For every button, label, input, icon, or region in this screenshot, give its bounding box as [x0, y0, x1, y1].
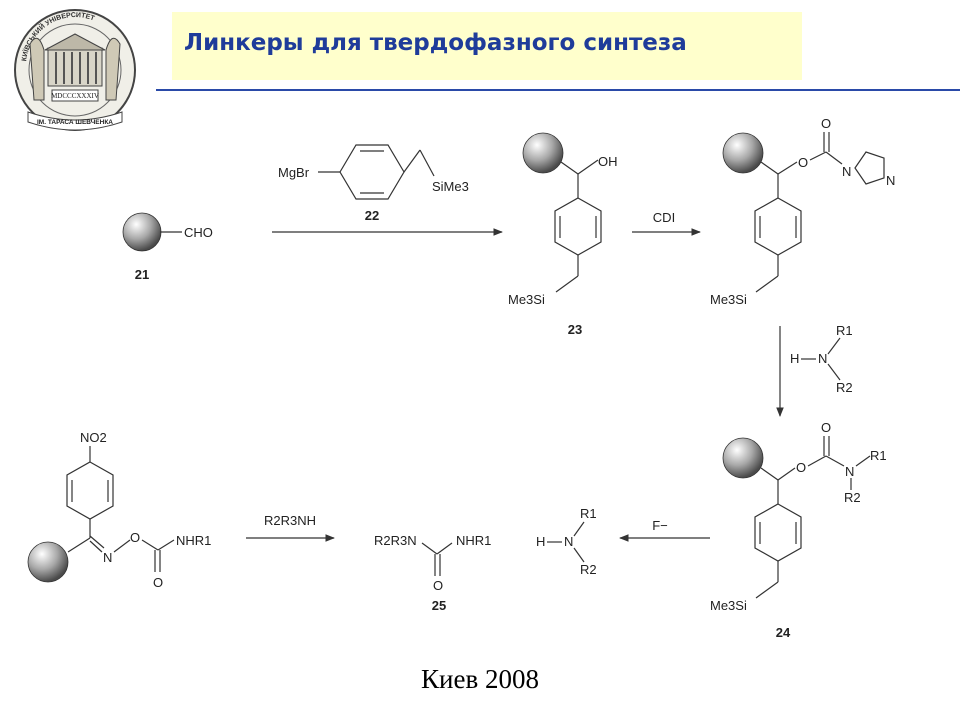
seal-year: MDCCCXXXIV [51, 92, 99, 100]
resin-bead-21 [122, 212, 162, 252]
compound-number-23: 23 [568, 322, 582, 337]
compound-25: R2R3N NHR1 O 25 [374, 533, 491, 613]
ester-oxygen-cdi: O [798, 155, 808, 170]
title-divider [156, 89, 960, 91]
imidazole-carbamate: O O N N Me3Si [710, 116, 895, 307]
r2-substituent-24: R2 [844, 490, 861, 505]
slide-title-box: Линкеры для твердофазного синтеза [172, 12, 802, 80]
resin-bead-24 [722, 437, 764, 479]
imidazole-ring [854, 151, 885, 185]
university-logo: КИЇВСЬКИЙ УНІВЕРСИТЕТ MDCCCXXXIV ІМ. ТАР… [8, 4, 142, 142]
compound-24: O O N R1 R2 Me3Si 24 [710, 420, 887, 640]
urea-oxygen: O [433, 578, 443, 593]
imidazole-nitrogen-1: N [842, 164, 851, 179]
compound-number-24: 24 [776, 625, 791, 640]
trimethylsilyl-group-22: SiMe3 [432, 179, 469, 194]
secondary-amine-reagent: R2R3NH [264, 513, 316, 528]
seal-inner-ring [28, 23, 122, 117]
seal-right-figure [105, 37, 121, 101]
ester-oxygen-24: O [796, 460, 806, 475]
amine-top-r2: R2 [836, 380, 853, 395]
seal-columns [55, 52, 97, 84]
urea-left-amine: R2R3N [374, 533, 417, 548]
seal-year-plate [51, 89, 99, 102]
trimethylsilyl-group-cdi: Me3Si [710, 292, 747, 307]
amine-product-bottom: H N R1 R2 [536, 506, 597, 577]
resin-bead-oxime [27, 541, 69, 583]
urea-right-amine: NHR1 [456, 533, 491, 548]
amine-bottom-h: H [536, 534, 545, 549]
benzene-ring-oxime [66, 461, 114, 520]
amine-top-r1: R1 [836, 323, 853, 338]
amine-bottom-n: N [564, 534, 573, 549]
university-seal-icon: КИЇВСЬКИЙ УНІВЕРСИТЕТ MDCCCXXXIV ІМ. ТАР… [14, 9, 136, 131]
seal-left-figure [29, 37, 45, 101]
grignard-group: MgBr [278, 165, 310, 180]
reagent-22: MgBr SiMe3 22 [278, 144, 469, 223]
nitrophenyl-oxime-carbamate: NO2 N O NHR1 O [27, 430, 211, 590]
slide-footer: Киев 2008 [421, 664, 539, 694]
amine-reagent-top: H N R1 R2 [790, 323, 853, 395]
oxime-oxygen: O [130, 530, 140, 545]
amine-bottom-r1: R1 [580, 506, 597, 521]
benzene-ring-24 [754, 503, 802, 562]
trimethylsilyl-group-24: Me3Si [710, 598, 747, 613]
seal-banner-text: ІМ. ТАРАСА ШЕВЧЕНКА [37, 119, 113, 126]
resin-bead-cdi [722, 132, 764, 174]
carbonyl-oxygen-cdi: O [821, 116, 831, 131]
carbonyl-oxygen-24: O [821, 420, 831, 435]
amine-top-n: N [818, 351, 827, 366]
r1-substituent-24: R1 [870, 448, 887, 463]
fluoride-reagent: F− [652, 518, 668, 533]
amine-top-h: H [790, 351, 799, 366]
hydroxyl-group: OH [598, 154, 618, 169]
trimethylsilyl-group-23: Me3Si [508, 292, 545, 307]
resin-bead-23 [522, 132, 564, 174]
cdi-reagent: CDI [653, 210, 675, 225]
compound-21: CHO 21 [122, 212, 213, 282]
seal-pediment [44, 33, 106, 51]
amine-bottom-r2: R2 [580, 562, 597, 577]
nitro-group: NO2 [80, 430, 107, 445]
carbamate-nitrogen-24: N [845, 464, 854, 479]
slide-title: Линкеры для твердофазного синтеза [184, 30, 687, 56]
compound-number-22: 22 [365, 208, 379, 223]
aldehyde-group: CHO [184, 225, 213, 240]
benzene-ring-cdi [754, 197, 802, 256]
imidazole-nitrogen-2: N [886, 173, 895, 188]
benzene-ring-23 [554, 197, 602, 256]
compound-number-21: 21 [135, 267, 149, 282]
compound-23: OH Me3Si 23 [508, 132, 618, 337]
compound-number-25: 25 [432, 598, 446, 613]
seal-banner [27, 111, 123, 131]
carbamate-nhr1: NHR1 [176, 533, 211, 548]
benzene-ring-22 [339, 144, 405, 200]
carbamate-oxygen-oxime: O [153, 575, 163, 590]
oxime-nitrogen: N [103, 550, 112, 565]
